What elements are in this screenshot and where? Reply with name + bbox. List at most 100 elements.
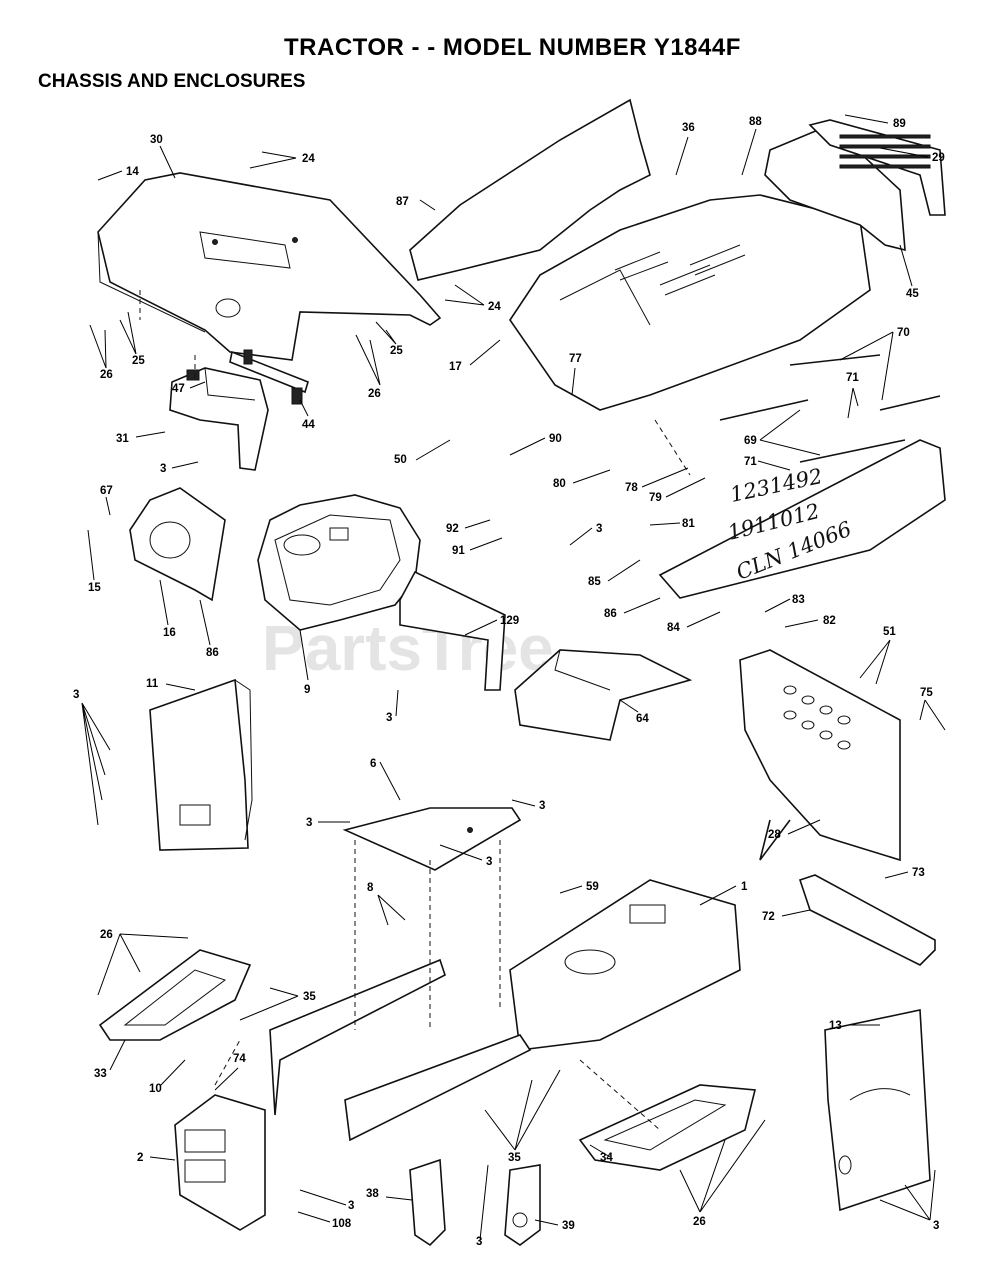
callout-36: 36 <box>682 122 695 134</box>
callout-24: 24 <box>488 301 501 313</box>
part-plate-6 <box>342 807 522 871</box>
callout-90: 90 <box>549 433 562 445</box>
callout-3: 3 <box>476 1236 482 1248</box>
callout-77: 77 <box>569 353 582 365</box>
callout-59: 59 <box>586 881 599 893</box>
callout-33: 33 <box>94 1068 107 1080</box>
callout-83: 83 <box>792 594 805 606</box>
callout-3: 3 <box>486 856 492 868</box>
part-bracket-72 <box>798 874 936 966</box>
callout-72: 72 <box>762 911 775 923</box>
part-front-frame-28 <box>739 649 901 862</box>
part-bracket-31 <box>169 349 309 471</box>
part-hood-side-87 <box>409 98 651 281</box>
callout-3: 3 <box>73 689 79 701</box>
callout-3: 3 <box>539 800 545 812</box>
callout-17: 17 <box>449 361 462 373</box>
callout-45: 45 <box>906 288 919 300</box>
part-bracket-64 <box>514 649 693 741</box>
callout-86: 86 <box>604 608 617 620</box>
part-bracket-129 <box>399 570 506 691</box>
callout-73: 73 <box>912 867 925 879</box>
part-hood-rods <box>719 354 941 463</box>
callout-8: 8 <box>367 882 374 894</box>
callout-6: 6 <box>370 758 376 770</box>
callout-39: 39 <box>562 1220 575 1232</box>
callout-44: 44 <box>302 419 315 431</box>
callout-24: 24 <box>302 153 315 165</box>
callout-91: 91 <box>452 545 465 557</box>
callout-71: 71 <box>744 456 757 468</box>
callout-14: 14 <box>126 166 139 178</box>
callout-92: 92 <box>446 523 459 535</box>
callout-9: 9 <box>304 684 310 696</box>
callout-71: 71 <box>846 372 859 384</box>
callout-30: 30 <box>150 134 163 146</box>
diagram-title: TRACTOR - - MODEL NUMBER Y1844F <box>284 34 741 61</box>
callout-78: 78 <box>625 482 638 494</box>
callout-25: 25 <box>132 355 145 367</box>
part-side-panel-11 <box>149 678 253 851</box>
callout-84: 84 <box>667 622 680 634</box>
callout-11: 11 <box>146 678 159 690</box>
part-main-frame-1 <box>269 879 741 1142</box>
callout-64: 64 <box>636 713 649 725</box>
alignment-lines <box>139 290 691 1131</box>
callout-3: 3 <box>306 817 312 829</box>
part-dash-cover <box>97 172 442 361</box>
callout-2: 2 <box>137 1152 143 1164</box>
callout-51: 51 <box>883 626 896 638</box>
part-hitch-brackets <box>409 1158 541 1247</box>
callout-38: 38 <box>366 1188 379 1200</box>
callout-1: 1 <box>741 881 748 893</box>
part-side-panel-13 <box>824 1009 931 1212</box>
part-front-panel <box>658 439 946 599</box>
callout-3: 3 <box>348 1200 354 1212</box>
callout-13: 13 <box>829 1020 842 1032</box>
callout-3: 3 <box>596 523 602 535</box>
part-rear-bracket-2 <box>174 1094 266 1231</box>
part-hood-17 <box>509 194 871 411</box>
callout-35: 35 <box>303 991 316 1003</box>
callout-70: 70 <box>897 327 910 339</box>
callout-3: 3 <box>160 463 166 475</box>
callout-81: 81 <box>682 518 695 530</box>
callout-69: 69 <box>744 435 757 447</box>
callout-89: 89 <box>893 118 906 130</box>
callout-85: 85 <box>588 576 601 588</box>
callout-129: 129 <box>500 615 519 627</box>
callout-34: 34 <box>600 1152 613 1164</box>
callout-26: 26 <box>368 388 381 400</box>
callout-26: 26 <box>693 1216 706 1228</box>
callout-31: 31 <box>116 433 129 445</box>
callout-79: 79 <box>649 492 662 504</box>
part-footrest-33 <box>98 949 252 1041</box>
callout-28: 28 <box>768 829 781 841</box>
part-console-9 <box>257 494 421 631</box>
part-footrest-34 <box>578 1084 757 1171</box>
callout-88: 88 <box>749 116 762 128</box>
callout-3: 3 <box>933 1220 939 1232</box>
part-shield-86 <box>129 487 226 602</box>
callout-80: 80 <box>553 478 566 490</box>
callout-47: 47 <box>172 383 185 395</box>
callout-15: 15 <box>88 582 101 594</box>
callout-26: 26 <box>100 929 113 941</box>
callout-26: 26 <box>100 369 113 381</box>
callout-10: 10 <box>149 1083 162 1095</box>
callout-74: 74 <box>233 1053 246 1065</box>
callout-25: 25 <box>390 345 403 357</box>
callout-50: 50 <box>394 454 407 466</box>
callout-16: 16 <box>163 627 176 639</box>
part-grille-45 <box>764 119 946 252</box>
callout-108: 108 <box>332 1218 352 1230</box>
callout-3: 3 <box>386 712 392 724</box>
section-title: CHASSIS AND ENCLOSURES <box>38 71 306 92</box>
callout-75: 75 <box>920 687 933 699</box>
callout-87: 87 <box>396 196 409 208</box>
callout-82: 82 <box>823 615 836 627</box>
callout-29: 29 <box>932 152 945 164</box>
leader-lines <box>81 114 946 1241</box>
